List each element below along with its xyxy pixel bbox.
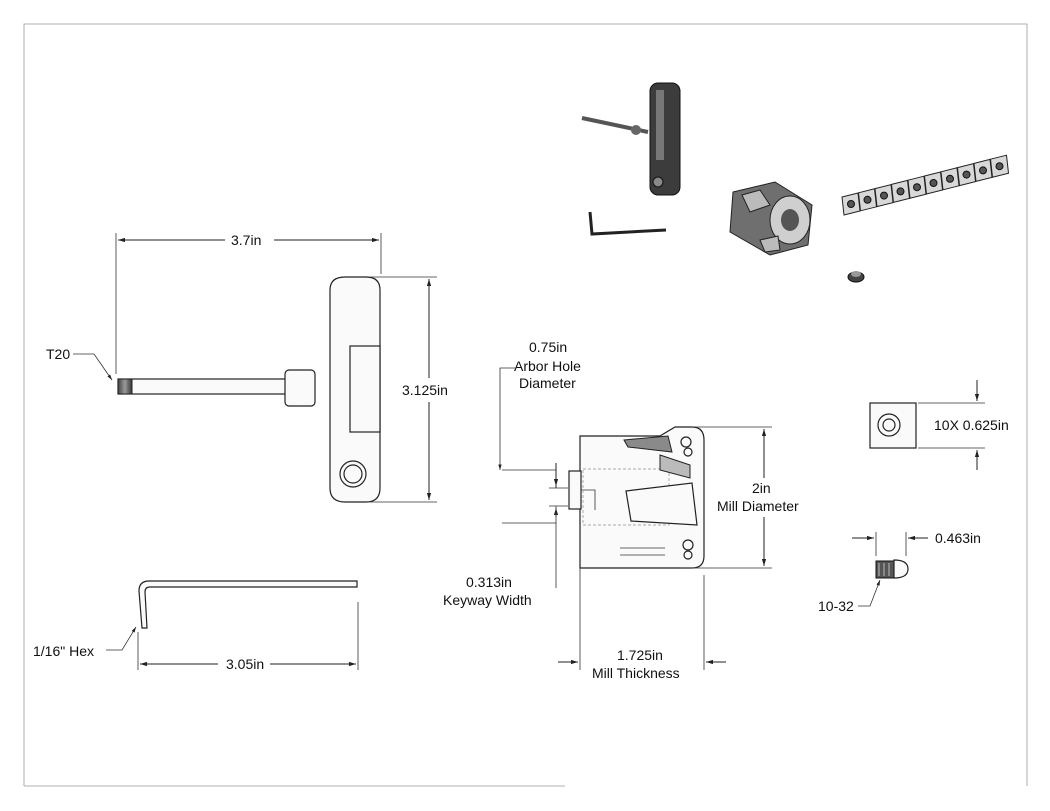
iso-insert-hole bbox=[896, 187, 905, 196]
keyway-width-label: Keyway Width bbox=[443, 592, 532, 608]
mill-thickness-value-label: 1.725in bbox=[617, 647, 663, 663]
handle-height-label: 3.125in bbox=[402, 382, 448, 398]
iso-insert-hole bbox=[847, 200, 855, 208]
screw-length-label: 0.463in bbox=[935, 530, 981, 546]
iso-screw bbox=[847, 271, 865, 283]
iso-insert-hole bbox=[880, 191, 888, 200]
iso-insert-hole bbox=[962, 170, 971, 179]
sheet-border bbox=[23, 23, 1028, 786]
mill-thickness-label: Mill Thickness bbox=[592, 665, 680, 681]
hex-key bbox=[138, 580, 358, 629]
hex-size-label: 1/16" Hex bbox=[33, 643, 94, 659]
iso-inserts-row bbox=[841, 154, 1010, 216]
iso-mill-body bbox=[729, 181, 813, 256]
insert bbox=[869, 402, 917, 449]
iso-insert-hole bbox=[979, 166, 987, 175]
insert-size-label: 10X 0.625in bbox=[934, 417, 1009, 433]
t20-label: T20 bbox=[46, 346, 70, 362]
mill-diameter-value-label: 2in bbox=[752, 480, 771, 496]
iso-t-handle bbox=[581, 82, 681, 196]
arbor-line2-label: Diameter bbox=[519, 375, 576, 391]
mill-body bbox=[568, 426, 705, 569]
iso-hex-key bbox=[588, 211, 667, 236]
hex-length-label: 3.05in bbox=[226, 656, 264, 672]
arbor-value-label: 0.75in bbox=[529, 339, 567, 355]
screw bbox=[875, 559, 909, 579]
iso-insert-hole bbox=[995, 162, 1004, 171]
arbor-line1-label: Arbor Hole bbox=[514, 358, 581, 374]
iso-insert-hole bbox=[863, 195, 872, 204]
screw-thread-label: 10-32 bbox=[818, 598, 854, 614]
mill-diameter-label: Mill Diameter bbox=[717, 498, 799, 514]
handle-width-label: 3.7in bbox=[231, 232, 261, 248]
iso-insert-hole bbox=[929, 179, 938, 187]
iso-insert-hole bbox=[946, 174, 954, 183]
iso-insert-hole bbox=[913, 183, 921, 192]
keyway-value-label: 0.313in bbox=[466, 574, 512, 590]
t-handle-driver bbox=[117, 276, 381, 503]
